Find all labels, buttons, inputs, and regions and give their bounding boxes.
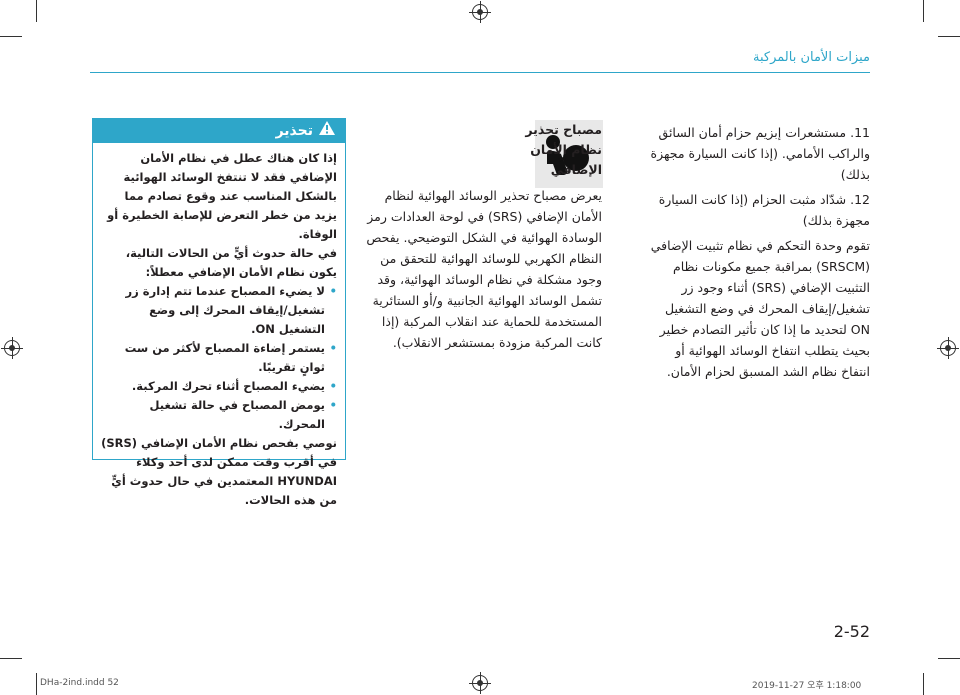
- list-item: 11. مستشعرات إبزيم حزام أمان السائق والر…: [650, 125, 870, 182]
- crop-mark: [938, 36, 960, 37]
- crop-mark: [0, 36, 22, 37]
- warning-box: تحذير إذا كان هناك عطل في نظام الأمان ال…: [92, 118, 346, 507]
- page-number: 2-52: [833, 622, 870, 641]
- warning-closing: نوصي بفحص نظام الأمان الإضافي (SRS) في أ…: [101, 436, 337, 507]
- registration-mark-icon: [469, 1, 491, 23]
- list-item: يضيء المصباح أثناء تحرك المركبة.: [101, 377, 337, 396]
- warning-header: تحذير: [93, 119, 345, 143]
- list-item: يومض المصباح في حالة تشغيل المحرك.: [101, 396, 338, 434]
- registration-mark-icon: [1, 337, 23, 359]
- list-item: يستمر إضاءة المصباح لأكثر من ست ثوانٍ تق…: [101, 339, 337, 377]
- footer-timestamp: 2019-11-27 오후 1:18:00: [752, 681, 862, 691]
- section-title: ميزات الأمان بالمركبة: [753, 50, 870, 65]
- crop-mark: [923, 0, 924, 22]
- airbag-warning-light-icon: [535, 120, 603, 188]
- registration-mark-icon: [937, 337, 959, 359]
- footer-file: DHa-2ind.indd 52: [40, 678, 119, 688]
- section-heading: مصباح تحذير نظام الأمان الإضافي: [525, 122, 602, 177]
- warning-intro: إذا كان هناك عطل في نظام الأمان الإضافي …: [107, 151, 337, 241]
- list-item: 12. شدّاد مثبت الحزام (إذا كانت السيارة …: [658, 192, 870, 228]
- warning-lead: في حالة حدوث أيٍّ من الحالات التالية، يك…: [125, 246, 337, 279]
- crop-mark: [0, 658, 22, 659]
- body-paragraph: يعرض مصباح تحذير الوسائد الهوائية لنظام …: [366, 188, 602, 350]
- crop-mark: [36, 673, 37, 695]
- warning-list: لا يضيء المصباح عندما تتم إدارة زر تشغيل…: [101, 282, 337, 434]
- header-divider: [90, 72, 870, 73]
- crop-mark: [923, 673, 924, 695]
- right-column: 11. مستشعرات إبزيم حزام أمان السائق والر…: [644, 122, 870, 386]
- list-item: لا يضيء المصباح عندما تتم إدارة زر تشغيل…: [101, 282, 337, 339]
- warning-triangle-icon: [319, 119, 335, 143]
- body-paragraph: تقوم وحدة التحكم في نظام تثبيت الإضافي (…: [650, 238, 870, 379]
- crop-mark: [36, 0, 37, 22]
- registration-mark-icon: [469, 672, 491, 694]
- warning-body: إذا كان هناك عطل في نظام الأمان الإضافي …: [93, 143, 345, 510]
- warning-title: تحذير: [275, 123, 313, 139]
- crop-mark: [938, 658, 960, 659]
